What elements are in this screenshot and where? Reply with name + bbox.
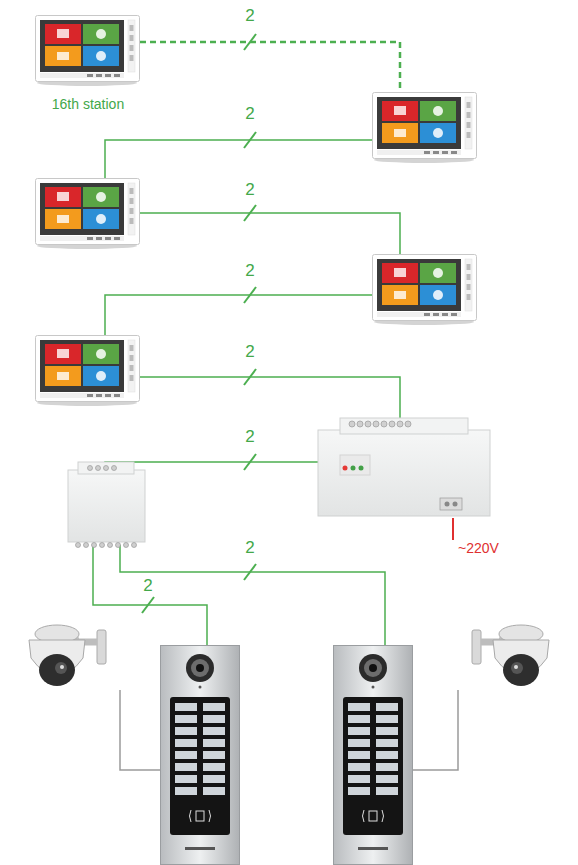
wire-count: 2	[143, 577, 152, 596]
slash	[244, 454, 256, 470]
slash	[244, 564, 256, 580]
door-station	[161, 646, 240, 865]
dashed-wire	[140, 42, 400, 92]
bus-wire	[140, 213, 400, 254]
slash	[244, 369, 256, 385]
distributor	[68, 462, 145, 548]
dome-camera	[472, 625, 549, 686]
wire-count: 2	[245, 105, 254, 124]
indoor-monitor	[373, 93, 477, 164]
bus-wire	[120, 545, 385, 645]
bus-wire	[93, 545, 207, 645]
bus-wire	[140, 377, 400, 418]
indoor-monitor	[36, 16, 140, 87]
camera-cable	[120, 690, 160, 770]
slash	[244, 132, 256, 148]
dome-camera	[29, 625, 106, 686]
wire-count: 2	[245, 428, 254, 447]
station-label: 16th station	[52, 97, 124, 112]
wire-count: 2	[245, 7, 254, 26]
wire-count: 2	[245, 343, 254, 362]
slash	[244, 34, 256, 50]
indoor-monitor	[373, 255, 477, 326]
door-station	[334, 646, 413, 865]
slash	[244, 287, 256, 303]
wire-count: 2	[245, 181, 254, 200]
bus-wire	[105, 462, 318, 470]
power-supply	[318, 418, 490, 516]
bus-wire	[105, 140, 372, 178]
wire-count: 2	[245, 262, 254, 281]
indoor-monitor	[36, 336, 140, 407]
indoor-monitor	[36, 179, 140, 250]
voltage-label: ~220V	[458, 541, 499, 556]
slash	[244, 205, 256, 221]
slash	[142, 597, 154, 613]
camera-cable	[413, 690, 458, 770]
wire-count: 2	[245, 539, 254, 558]
wire-count-slashes	[142, 34, 256, 613]
bus-wire	[105, 295, 372, 335]
mains-line	[452, 518, 454, 540]
